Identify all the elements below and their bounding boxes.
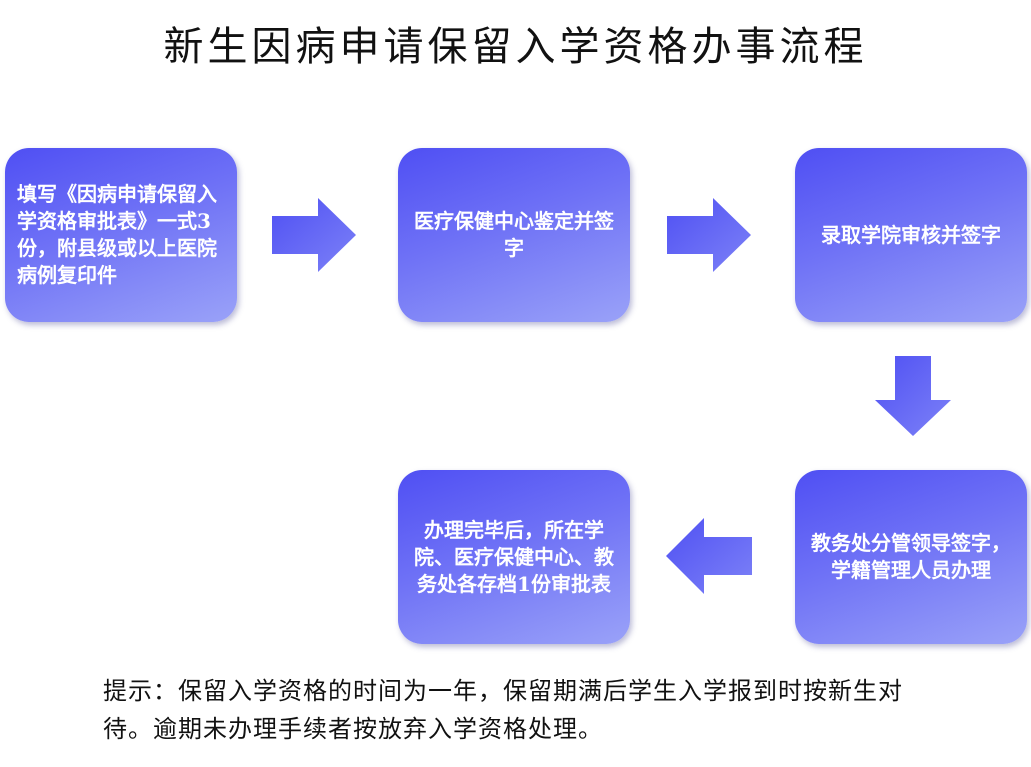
page-title: 新生因病申请保留入学资格办事流程 <box>163 24 868 70</box>
left-arrow-icon <box>666 518 752 594</box>
step-box-medical-center: 医疗保健中心鉴定并签字 <box>398 148 630 322</box>
down-arrow-icon <box>875 356 951 436</box>
step-box-academic-affairs: 教务处分管领导签字，学籍管理人员办理 <box>795 470 1027 644</box>
step-box-college-review: 录取学院审核并签字 <box>795 148 1027 322</box>
step-text-academic-affairs: 教务处分管领导签字，学籍管理人员办理 <box>811 531 1011 582</box>
step-box-fill-form: 填写《因病申请保留入学资格审批表》一式3份，附县级或以上医院病例复印件 <box>5 148 237 322</box>
step-text-college-review: 录取学院审核并签字 <box>821 222 1001 247</box>
step-text-fill-form: 填写《因病申请保留入学资格审批表》一式3份，附县级或以上医院病例复印件 <box>17 182 217 287</box>
step-text-archive: 办理完毕后，所在学院、医疗保健中心、教务处各存档1份审批表 <box>414 517 614 596</box>
step-text-medical-center: 医疗保健中心鉴定并签字 <box>414 209 614 260</box>
right-arrow-icon <box>272 198 356 272</box>
step-box-archive: 办理完毕后，所在学院、医疗保健中心、教务处各存档1份审批表 <box>398 470 630 644</box>
tip-note: 提示：保留入学资格的时间为一年，保留期满后学生入学报到时按新生对待。逾期未办理手… <box>103 677 903 743</box>
right-arrow-icon <box>667 198 751 272</box>
